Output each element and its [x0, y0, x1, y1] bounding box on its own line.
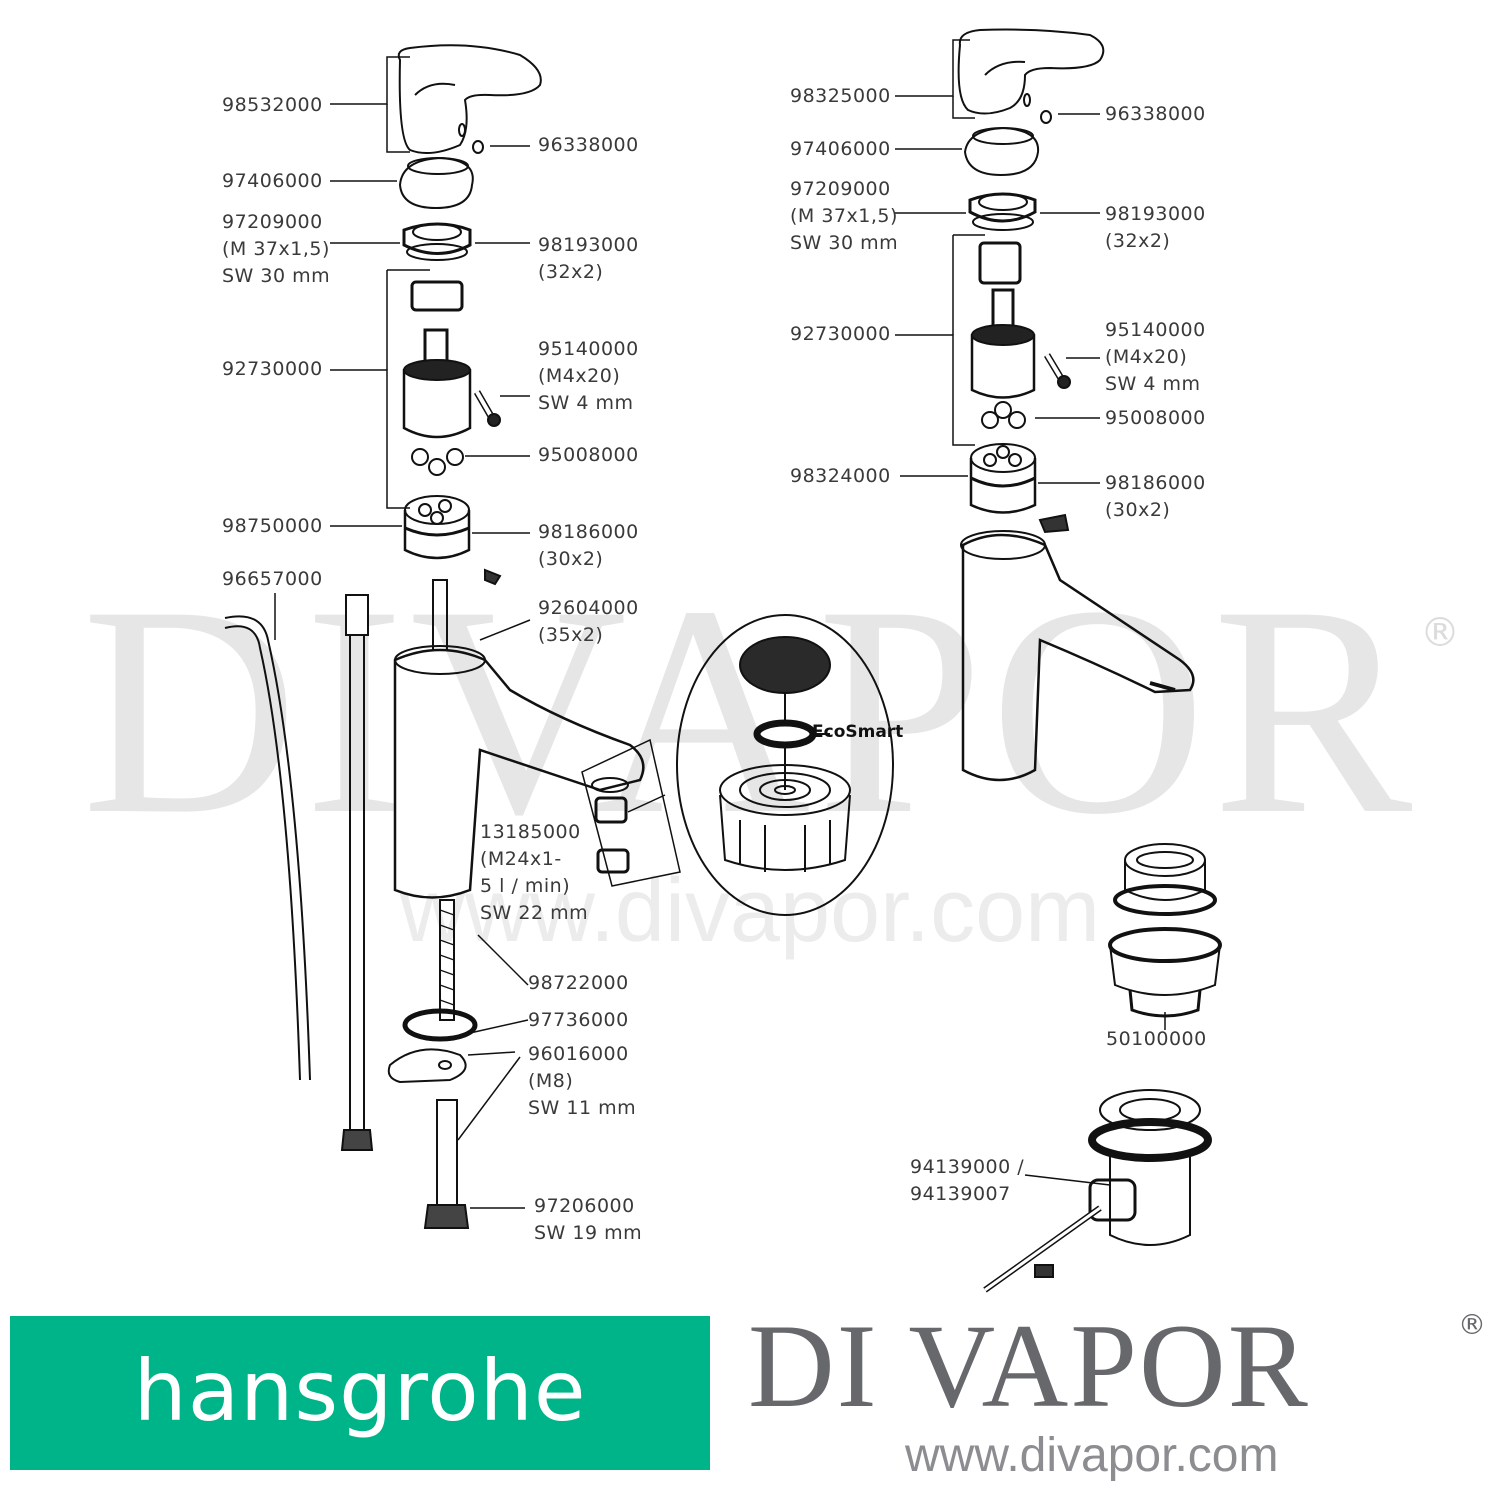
divapor-url: www.divapor.com — [905, 1429, 1279, 1482]
watermark-url: www.divapor.com — [399, 861, 1101, 961]
left-diverter-cartridge-icon — [403, 495, 471, 560]
part-label-92730000: 92730000 — [222, 358, 323, 380]
part-label-98532000: 98532000 — [222, 94, 323, 116]
part-label-97406000-right: 97406000 — [790, 138, 891, 160]
left-nut-19mm-icon — [423, 1099, 470, 1229]
part-label-95140000: 95140000 (M4x20) SW 4 mm — [538, 338, 639, 414]
left-supply-rod-icon — [340, 594, 374, 1151]
right-lever-handle-icon — [957, 28, 1105, 124]
part-label-13185000: 13185000 (M24x1- 5 l / min) SW 22 mm — [480, 821, 589, 924]
left-washer-icon — [402, 1008, 478, 1042]
left-nut-icon — [402, 222, 472, 261]
part-label-92730000-right: 92730000 — [790, 323, 891, 345]
part-label-94139000: 94139000 / 94139007 — [910, 1156, 1025, 1205]
left-threaded-stud-icon — [439, 899, 455, 1021]
right-waste-valve-icon — [983, 1089, 1212, 1293]
part-label-98193000-right: 98193000 (32x2) — [1105, 203, 1206, 252]
right-diverter-cartridge-icon — [969, 443, 1037, 514]
left-lever-handle-icon — [397, 44, 542, 155]
left-clip-icon — [484, 568, 502, 586]
right-screw-icon — [1043, 353, 1071, 389]
left-fixing-plate-icon — [387, 1048, 467, 1084]
part-label-98186000-right: 98186000 (30x2) — [1105, 472, 1206, 521]
part-label-96338000: 96338000 — [538, 134, 639, 156]
part-label-96016000: 96016000 (M8) SW 11 mm — [528, 1043, 637, 1119]
part-label-98750000: 98750000 — [222, 515, 323, 537]
right-pop-up-waste-plug-icon — [1108, 843, 1222, 1018]
part-label-97209000: 97209000 (M 37x1,5) SW 30 mm — [222, 211, 331, 287]
part-label-98722000: 98722000 — [528, 972, 629, 994]
part-label-97209000-right: 97209000 (M 37x1,5) SW 30 mm — [790, 178, 899, 254]
divapor-registered-mark: ® — [1458, 1308, 1486, 1341]
part-label-95008000-right: 95008000 — [1105, 407, 1206, 429]
part-label-95008000: 95008000 — [538, 444, 639, 466]
divapor-brand: DI VAPOR — [748, 1299, 1310, 1432]
hansgrohe-logo: hansgrohe — [10, 1316, 710, 1470]
right-clip-icon — [1038, 513, 1070, 534]
part-label-95140000-right: 95140000 (M4x20) SW 4 mm — [1105, 319, 1206, 395]
watermark-registered-mark: ® — [1420, 610, 1460, 656]
ecosmart-detail-callout-icon — [676, 614, 894, 916]
right-nut-icon — [968, 192, 1037, 231]
left-spout-body-icon — [393, 579, 645, 899]
part-label-97206000: 97206000 SW 19 mm — [534, 1195, 643, 1244]
part-label-92604000: 92604000 (35x2) — [538, 597, 639, 646]
right-cover-cap-icon — [963, 126, 1040, 177]
left-cartridge-icon — [402, 280, 472, 476]
part-label-98193000: 98193000 (32x2) — [538, 234, 639, 283]
right-cartridge-icon — [970, 241, 1036, 429]
left-hose-icon — [224, 615, 311, 1081]
ecosmart-label: EcoSmart — [812, 722, 904, 742]
left-cover-cap-icon — [398, 156, 474, 210]
left-aerator-parts-icon — [581, 738, 681, 887]
hansgrohe-logo-text: hansgrohe — [133, 1342, 587, 1440]
part-label-97736000: 97736000 — [528, 1009, 629, 1031]
left-screw-icon — [473, 390, 501, 427]
part-label-96657000: 96657000 — [222, 568, 323, 590]
part-label-97406000: 97406000 — [222, 170, 323, 192]
part-label-98324000: 98324000 — [790, 465, 891, 487]
part-label-98325000: 98325000 — [790, 85, 891, 107]
right-spout-body-icon — [960, 530, 1195, 782]
part-label-96338000-right: 96338000 — [1105, 103, 1206, 125]
part-label-50100000: 50100000 — [1106, 1028, 1207, 1050]
part-label-98186000: 98186000 (30x2) — [538, 521, 639, 570]
